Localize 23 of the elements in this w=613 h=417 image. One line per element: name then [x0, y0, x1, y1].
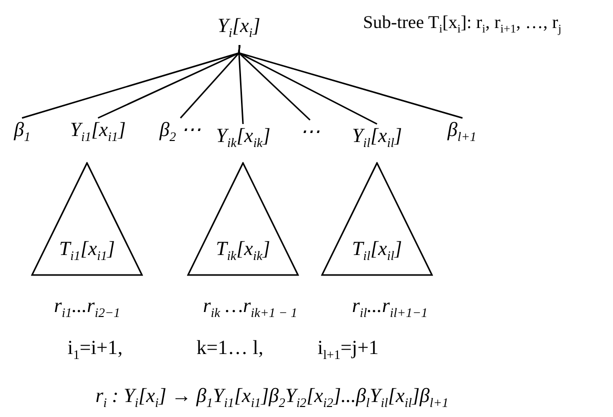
child-symbol: β$_{2}$ ⋯ [160, 118, 201, 149]
child-symbol: β$_{1}$ [14, 118, 30, 149]
tree-line [238, 44, 463, 119]
note-text: k=1… l, [196, 336, 264, 360]
subtree-triangle [31, 162, 143, 276]
subtree-triangle [187, 162, 299, 276]
range-label: r$_{ik}$ …r$_{ik+1 − 1}$ [203, 294, 298, 322]
child-symbol: Y$_{i1}$[x$_{i1}$] [70, 118, 126, 149]
child-symbol: β$_{l+1}$ [448, 118, 476, 149]
subtree-label: T$_{i1}$[x$_{i1}$] [58, 237, 116, 265]
root-symbol: Y$_{i}$[x$_{i}$] [218, 14, 260, 45]
note-text: i$_{1}$=i+1, [68, 336, 123, 364]
subtree-label: T$_{ik}$[x$_{ik}$] [214, 237, 272, 265]
production-rule: r$_{i}$ : Y$_{i}$[x$_{i}$] → β$_{1}$Y$_{i1}$[x$_{i1}$]β$_{2}$Y$_{i2}$[x$_{i2}$]...β$_{l}$Y$_{il}$[x$_{il}$]β$_{l+1}$ [96, 384, 449, 412]
subtree-triangle [321, 162, 433, 276]
child-symbol: Y$_{ik}$[x$_{ik}$] [216, 124, 270, 155]
range-label: r$_{il}$...r$_{il+1−1}$ [352, 294, 428, 322]
note-text: i$_{l+1}$=j+1 [318, 336, 379, 364]
child-symbol: ⋯ [300, 120, 320, 144]
subtree-label: T$_{il}$[x$_{il}$] [350, 237, 404, 265]
child-symbol: Y$_{il}$[x$_{il}$] [352, 124, 402, 155]
note-text: Sub-tree T$_{i}$[x$_{i}$]: r$_{i}$, r$_{i+1}$, …, r$_{j}$ [363, 11, 562, 38]
range-label: r$_{i1}$...r$_{i2−1}$ [54, 294, 120, 322]
